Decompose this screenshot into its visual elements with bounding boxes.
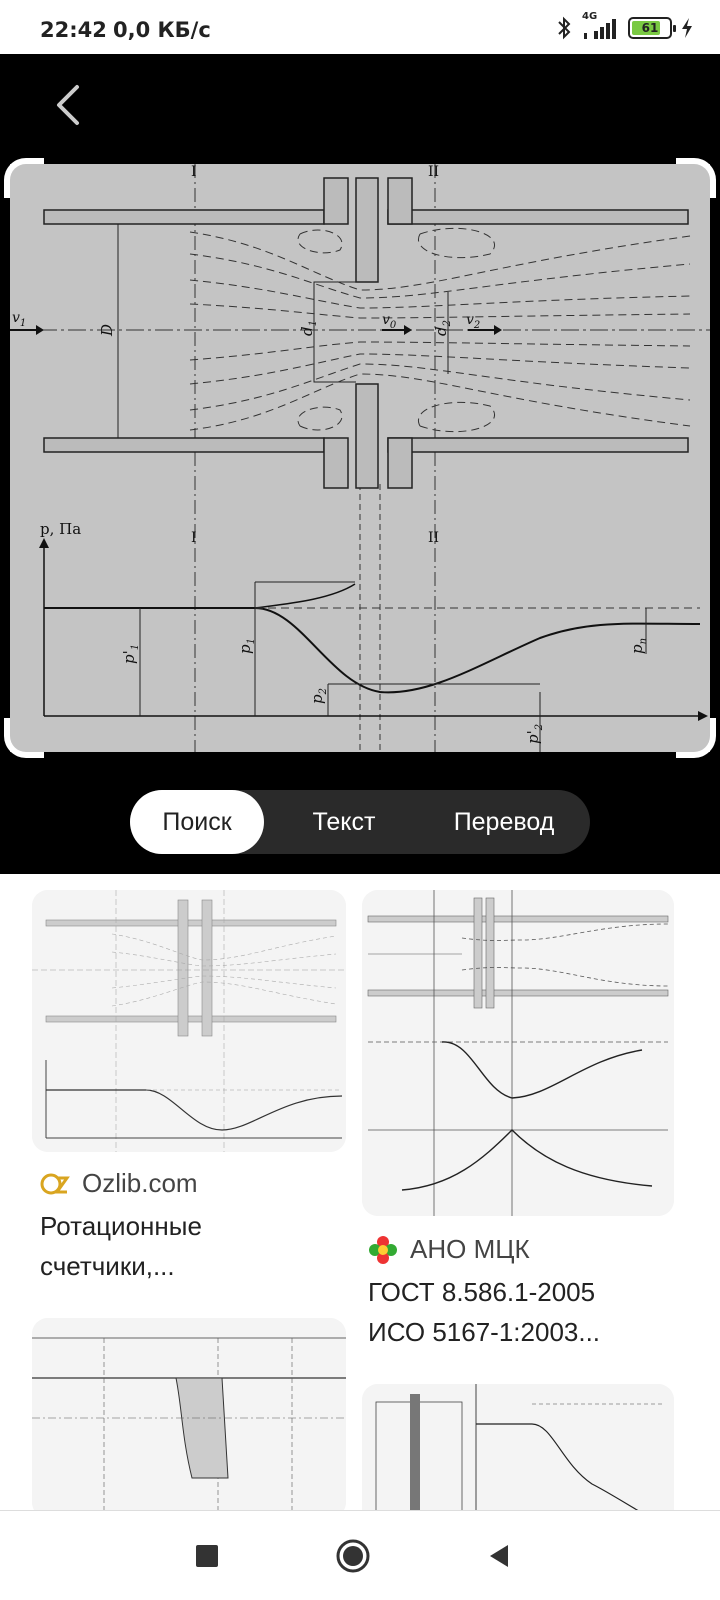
crop-handle-bottom-left[interactable]	[4, 718, 44, 758]
label-d2: d	[432, 326, 450, 336]
nav-home-button[interactable]	[330, 1533, 376, 1579]
result-title-1-line2: счетчики,...	[40, 1251, 175, 1281]
system-nav-bar	[0, 1510, 720, 1600]
charging-icon	[682, 18, 692, 38]
label-v1: v	[12, 310, 20, 326]
label-v0-sub: 0	[390, 320, 397, 331]
tab-text[interactable]: Текст	[312, 807, 376, 836]
result-title-2-line1: ГОСТ 8.586.1-2005	[368, 1277, 596, 1307]
circle-icon	[336, 1539, 370, 1573]
result-thumbnail-2[interactable]	[362, 890, 674, 1216]
tab-search[interactable]: Поиск	[130, 790, 264, 854]
label-pn-sub: n	[638, 638, 649, 644]
label-v2-sub: 2	[473, 320, 480, 331]
ano-mck-logo-icon	[369, 1235, 397, 1264]
status-time: 22:42	[40, 18, 107, 42]
battery-icon: 61	[628, 17, 676, 39]
label-v0: v	[382, 312, 390, 328]
svg-text:d1: d1	[298, 320, 319, 336]
svg-text:d2: d2	[432, 320, 453, 336]
label-p2prime: p'	[524, 730, 542, 744]
section-I-top: I	[191, 164, 197, 180]
back-button[interactable]	[46, 78, 90, 132]
label-p1prime-sub: 1	[130, 644, 141, 650]
nav-recent-button[interactable]	[184, 1533, 230, 1579]
label-p2: p	[308, 694, 326, 704]
result-title-1[interactable]: Ротационные счетчики,...	[40, 1206, 202, 1286]
crop-handle-top-left[interactable]	[4, 158, 44, 198]
section-I-mid: I	[191, 530, 197, 546]
label-d1: d	[298, 326, 316, 336]
svg-text:p'2: p'2	[524, 724, 545, 744]
selected-image-frame[interactable]: v1 D d1 v0 d2 v2 I II I II p, Па p'1 p1 …	[4, 158, 716, 758]
network-speed: 0,0 КБ/с	[113, 18, 211, 42]
label-p1-sub: 1	[246, 638, 257, 644]
label-d1-sub: 1	[308, 320, 319, 326]
label-p2prime-sub: 2	[534, 724, 545, 731]
section-II-mid: II	[428, 530, 439, 546]
label-d2-sub: 2	[442, 320, 453, 327]
pressure-axis-label: p, Па	[40, 520, 81, 538]
ozlib-logo-icon	[40, 1173, 70, 1194]
svg-text:pn: pn	[628, 638, 649, 654]
result-title-2[interactable]: ГОСТ 8.586.1-2005 ИСО 5167-1:2003...	[368, 1272, 600, 1352]
result-title-2-line2: ИСО 5167-1:2003...	[368, 1317, 601, 1347]
results-panel: Ozlib.com Ротационные счетчики,...	[0, 874, 720, 1510]
svg-text:p1: p1	[236, 638, 257, 654]
triangle-back-icon	[490, 1545, 508, 1567]
label-pn: p	[628, 644, 646, 654]
label-v1-sub: 1	[20, 318, 26, 329]
result-source-name-1: Ozlib.com	[82, 1168, 198, 1198]
section-II-top: II	[428, 164, 439, 180]
result-thumbnail-4[interactable]	[362, 1384, 674, 1510]
label-p1prime: p'	[120, 650, 138, 664]
square-icon	[196, 1545, 218, 1567]
lens-mode-tabs: Поиск Текст Перевод	[130, 790, 590, 854]
result-source-1[interactable]: Ozlib.com	[40, 1168, 198, 1199]
bluetooth-icon	[558, 16, 571, 40]
result-source-2[interactable]: АНО МЦК	[368, 1234, 530, 1265]
label-v2: v	[466, 312, 474, 328]
svg-text:p2: p2	[308, 688, 329, 704]
result-source-name-2: АНО МЦК	[410, 1234, 530, 1264]
svg-text:v0: v0	[382, 312, 397, 331]
result-thumbnail-1[interactable]	[32, 890, 346, 1152]
status-icons: 4G 61	[556, 11, 694, 42]
tab-translate[interactable]: Перевод	[453, 807, 555, 836]
battery-level: 61	[641, 21, 659, 35]
label-p1: p	[236, 644, 254, 654]
signal-icon: 4G	[580, 11, 620, 41]
crop-handle-bottom-right[interactable]	[676, 718, 716, 758]
label-p2-sub: 2	[318, 688, 329, 695]
signal-label: 4G	[582, 11, 598, 22]
back-arrow-icon	[57, 85, 79, 125]
svg-text:p'1: p'1	[120, 644, 141, 664]
orifice-diagram-image: v1 D d1 v0 d2 v2 I II I II p, Па p'1 p1 …	[10, 164, 710, 752]
svg-text:v2: v2	[466, 312, 480, 331]
result-thumbnail-3[interactable]	[32, 1318, 346, 1510]
svg-text:v1: v1	[12, 310, 26, 329]
label-D: D	[98, 324, 116, 337]
nav-back-button[interactable]	[476, 1533, 522, 1579]
crop-handle-top-right[interactable]	[676, 158, 716, 198]
status-bar: 22:42 0,0 КБ/с 4G 61	[0, 0, 720, 54]
result-title-1-line1: Ротационные	[40, 1211, 202, 1241]
